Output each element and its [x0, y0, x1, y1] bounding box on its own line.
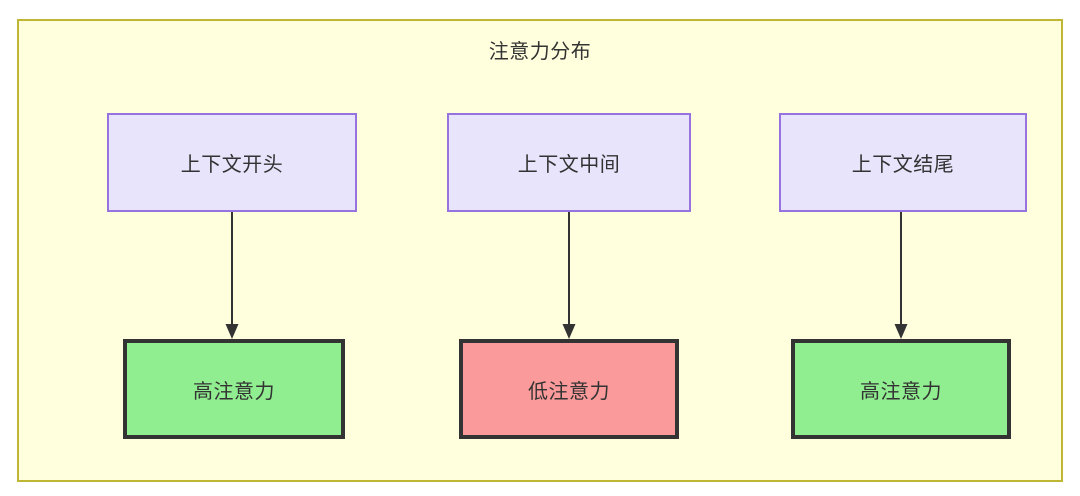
edge-context-end-to-attention [891, 212, 911, 340]
node-context-middle[interactable]: 上下文中间 [447, 113, 691, 212]
arrow-down-icon [894, 212, 908, 339]
node-attention-middle[interactable]: 低注意力 [459, 339, 679, 439]
node-attention-end-label: 高注意力 [860, 380, 942, 403]
node-context-end[interactable]: 上下文结尾 [779, 113, 1027, 212]
attention-distribution-subgraph: 注意力分布 上下文开头 上下文中间 上下文结尾 [17, 19, 1063, 482]
node-attention-end[interactable]: 高注意力 [791, 339, 1011, 439]
node-context-start-label: 上下文开头 [180, 154, 284, 176]
diagram-title: 注意力分布 [488, 41, 592, 63]
arrow-down-icon [562, 212, 576, 339]
node-context-start[interactable]: 上下文开头 [107, 113, 357, 212]
node-attention-start-label: 高注意力 [193, 380, 275, 403]
edge-context-middle-to-attention [559, 212, 579, 340]
edge-context-start-to-attention [222, 212, 242, 340]
node-attention-middle-label: 低注意力 [528, 380, 610, 403]
arrow-down-icon [225, 212, 239, 339]
node-context-middle-label: 上下文中间 [517, 154, 621, 176]
node-context-end-label: 上下文结尾 [851, 154, 955, 176]
node-attention-start[interactable]: 高注意力 [123, 339, 345, 439]
